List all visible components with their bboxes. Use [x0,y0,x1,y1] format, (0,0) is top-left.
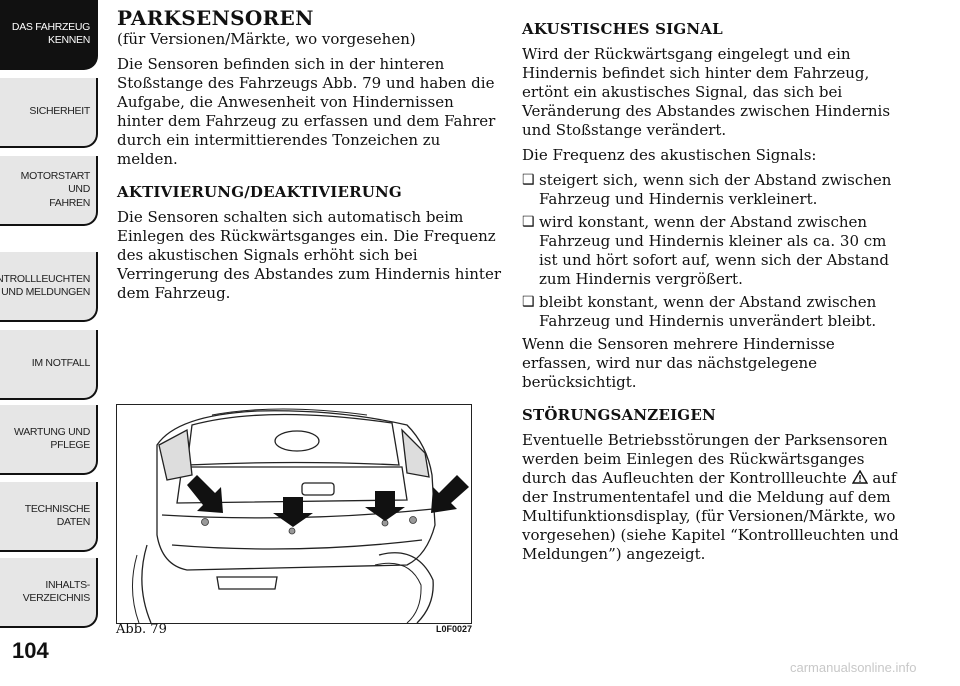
activation-paragraph: Die Sensoren schalten sich automatisch b… [117,208,501,302]
tab-im-notfall[interactable]: IM NOTFALL [0,330,98,400]
arrow-center-left-sensor [273,497,313,527]
figure-code: L0F0027 [436,624,473,634]
arrow-right-sensor [431,475,469,513]
left-column: PARKSENSOREN (für Versionen/Märkte, wo v… [117,6,503,309]
arrow-center-right-sensor [365,491,405,521]
tab-das-fahrzeug-kennen[interactable]: DAS FAHRZEUG KENNEN [0,0,98,70]
intro-paragraph: Die Sensoren befinden sich in der hinter… [117,55,496,168]
list-item: wird konstant, wenn der Abstand zwischen… [522,213,908,289]
list-item: bleibt konstant, wenn der Abstand zwisch… [522,293,908,331]
chapter-sidebar: DAS FAHRZEUG KENNEN SICHERHEIT MOTORSTAR… [0,0,100,640]
section-title: PARKSENSOREN [117,6,314,30]
frequency-list: steigert sich, wenn sich der Abstand zwi… [522,171,908,331]
figure-rear-bumper-sensors [116,404,472,624]
right-column: AKUSTISCHES SIGNAL Wird der Rückwärtsgan… [522,6,908,570]
section-subtitle: (für Versionen/Märkte, wo vorgesehen) [117,30,416,48]
arrow-left-sensor [187,475,223,513]
faults-paragraph: Eventuelle Betriebsstörungen der Parksen… [522,431,908,564]
heading-faults: STÖRUNGSANZEIGEN [522,406,716,424]
tab-kontrollleuchten[interactable]: KONTROLLLEUCHTEN UND MELDUNGEN [0,252,98,322]
tab-technische-daten[interactable]: TECHNISCHE DATEN [0,482,98,552]
heading-activation: AKTIVIERUNG/DEAKTIVIERUNG [117,183,402,201]
faults-text-b: auf der Instrumententafel und die Meldun… [522,469,899,563]
faults-text-a: Eventuelle Betriebsstörungen der Parksen… [522,431,888,487]
warning-triangle-icon [851,469,868,484]
heading-acoustic-signal: AKUSTISCHES SIGNAL [522,20,723,38]
figure-caption: Abb. 79 [116,622,167,637]
watermark: carmanualsonline.info [790,660,917,675]
list-item: steigert sich, wenn sich der Abstand zwi… [522,171,908,209]
signal-paragraph: Wird der Rückwärtsgang eingelegt und ein… [522,45,891,139]
tab-motorstart-und-fahren[interactable]: MOTORSTART UND FAHREN [0,156,98,226]
tab-wartung-und-pflege[interactable]: WARTUNG UND PFLEGE [0,405,98,475]
frequency-intro: Die Frequenz des akustischen Signals: [522,146,817,164]
tab-inhaltsverzeichnis[interactable]: INHALTS- VERZEICHNIS [0,558,98,628]
car-rear-illustration [131,408,469,623]
multiple-obstacles-paragraph: Wenn die Sensoren mehrere Hindernisse er… [522,335,835,391]
page-number: 104 [12,638,49,663]
tab-sicherheit[interactable]: SICHERHEIT [0,78,98,148]
